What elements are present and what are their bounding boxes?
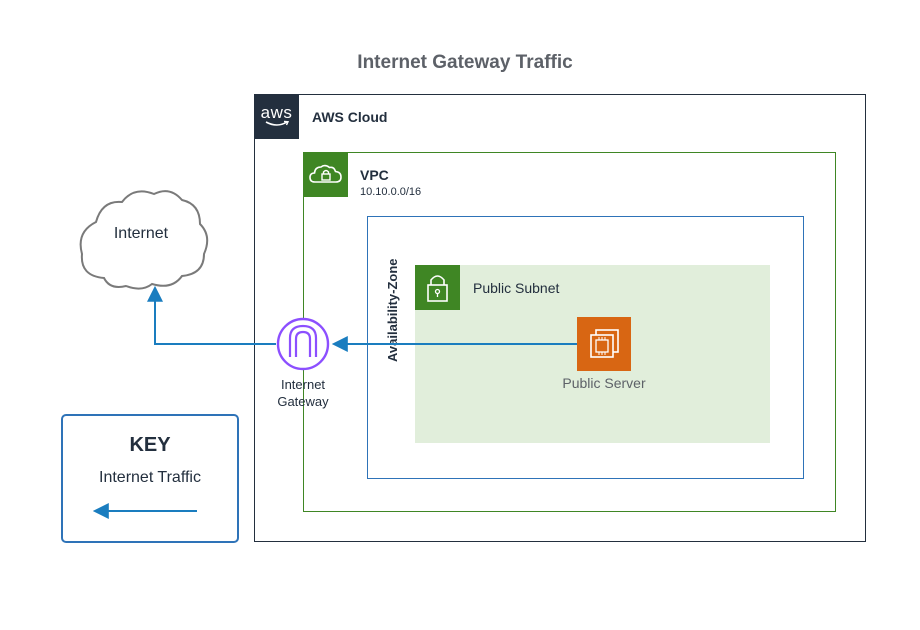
- aws-cloud-group: [254, 94, 866, 542]
- ec2-instance-icon: [577, 317, 631, 371]
- internet-gateway-label-line2: Gateway: [277, 394, 329, 409]
- aws-smile-icon: [265, 120, 289, 126]
- key-traffic-label: Internet Traffic: [99, 469, 201, 486]
- availability-zone-group: [367, 216, 804, 479]
- key-title: KEY: [129, 434, 171, 456]
- diagram-title: Internet Gateway Traffic: [357, 52, 573, 73]
- gateway-to-internet-arrow: [147, 285, 276, 345]
- internet-gateway-label: Internet Gateway: [262, 376, 344, 410]
- internet-label: Internet: [113, 225, 169, 242]
- key-box: [61, 414, 239, 543]
- cloud-lock-icon: [303, 152, 348, 197]
- aws-logo: aws: [254, 94, 299, 139]
- aws-logo-text: aws: [260, 103, 293, 122]
- internet-cloud-icon: [79, 190, 209, 290]
- internet-gateway-label-line1: Internet: [280, 377, 326, 392]
- vpc-label: VPC: [360, 167, 389, 183]
- public-server-label: Public Server: [562, 375, 646, 391]
- public-subnet-label: Public Subnet: [473, 280, 560, 296]
- aws-cloud-label: AWS Cloud: [312, 109, 388, 125]
- padlock-icon: [415, 265, 460, 310]
- vpc-cidr: 10.10.0.0/16: [360, 186, 422, 198]
- internet-gateway-icon: [276, 317, 330, 371]
